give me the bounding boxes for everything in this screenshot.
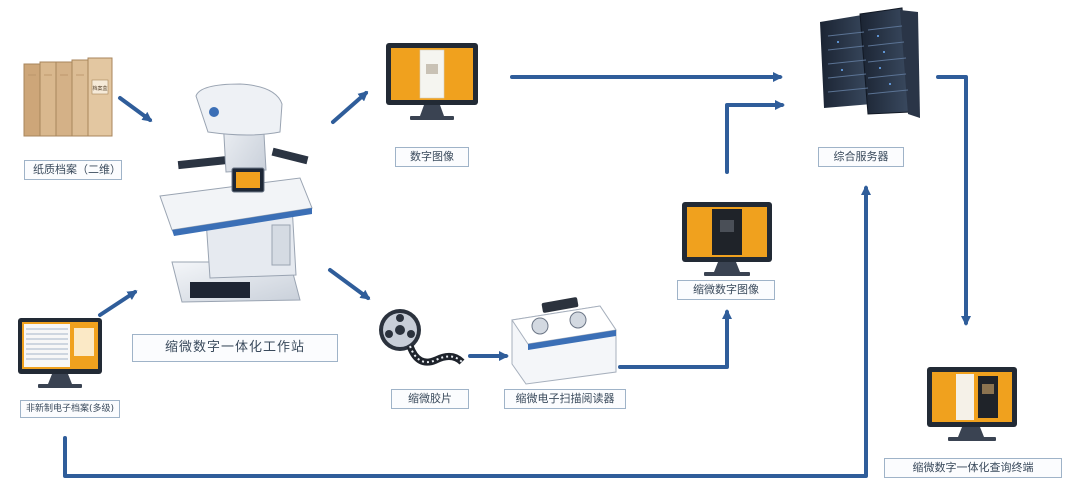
arrow-paper-to-workstation [118,96,153,122]
label-micro-digital-image: 缩微数字图像 [677,280,775,300]
microfilm-illustration [379,309,465,366]
workstation-illustration [159,83,313,303]
label-digital-image: 数字图像 [395,147,469,167]
digital-image-monitor [386,43,478,120]
terminal-monitor [927,367,1017,441]
label-scanner: 缩微电子扫描阅读器 [504,389,626,409]
arrow-server-to-terminal [936,75,971,326]
label-e-archive: 非新制电子档案(多级) [20,400,120,418]
archive-box-text: 档案盒 [92,85,107,92]
arrows [63,72,971,478]
arrow-earchive-to-server [63,185,871,478]
label-microfilm: 缩微胶片 [391,389,469,409]
label-terminal: 缩微数字一体化查询终端 [884,458,1062,478]
arrow-earchive-to-workstation [98,290,138,317]
arrow-scanner-to-micro-image [618,309,732,369]
server-illustration [820,7,920,118]
label-workstation: 缩微数字一体化工作站 [132,334,338,362]
arrow-workstation-to-microfilm [328,268,371,300]
arrow-workstation-to-digital-image [331,91,369,124]
arrow-micro-image-to-server [725,100,785,174]
label-paper-archive: 纸质档案（二维） [24,160,122,180]
label-server: 综合服务器 [818,147,904,167]
paper-archive-illustration: 档案盒 [23,57,113,137]
micro-digital-image-monitor [682,202,772,276]
scanner-illustration [511,297,617,385]
e-archive-monitor [18,318,102,388]
